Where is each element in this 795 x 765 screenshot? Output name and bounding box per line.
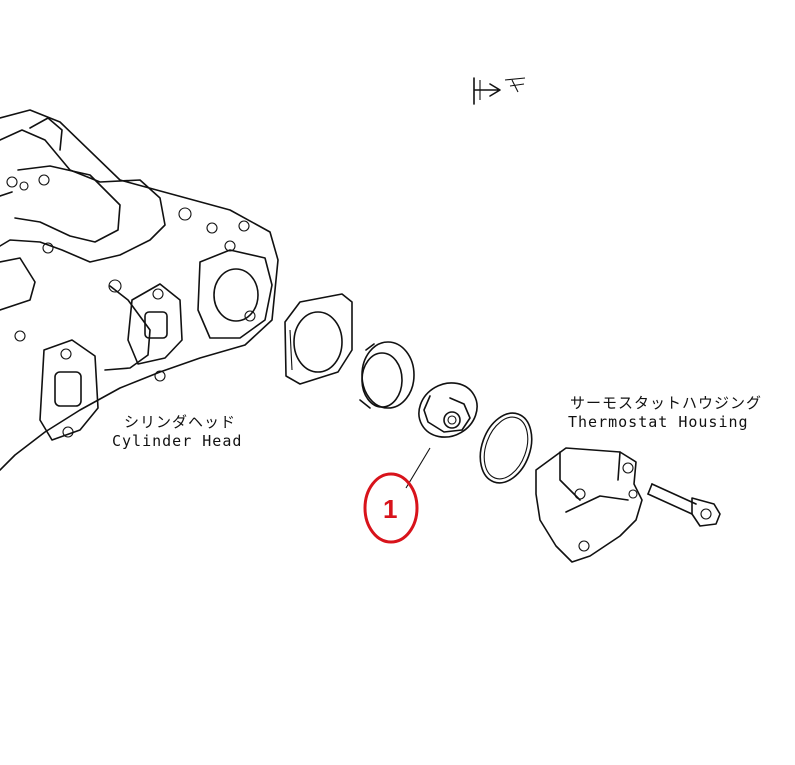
seal-ring xyxy=(359,341,415,409)
bolt-part xyxy=(647,483,721,527)
view-direction-marker xyxy=(473,77,526,105)
cylinder-head-part xyxy=(0,109,279,471)
callout-leader-line xyxy=(405,447,431,489)
callout-circle xyxy=(363,472,419,544)
thermostat-housing-label-jp: サーモスタットハウジング xyxy=(570,394,762,412)
thermostat-housing-label-en: Thermostat Housing xyxy=(568,413,749,431)
cylinder-head-label-en: Cylinder Head xyxy=(112,432,242,450)
callout-number: 1 xyxy=(383,494,397,524)
thermostat-housing-part xyxy=(535,447,643,563)
cylinder-head-label-jp: シリンダヘッド xyxy=(124,413,236,431)
thermostat-part xyxy=(418,382,478,438)
gasket-plate xyxy=(284,293,353,385)
callout-1[interactable]: 1 xyxy=(363,472,419,544)
o-ring-part xyxy=(479,412,533,484)
